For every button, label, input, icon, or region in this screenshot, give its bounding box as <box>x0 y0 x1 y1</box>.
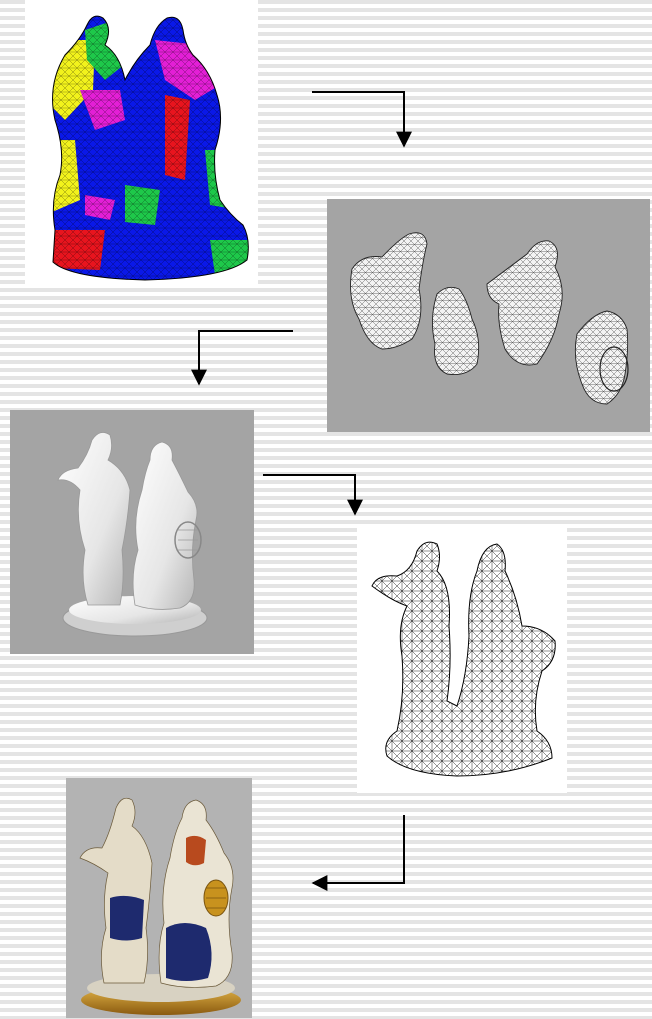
stage-textured-statue <box>66 778 252 1018</box>
segmented-statue-icon <box>25 0 258 287</box>
arrow-shaded-to-wireframe <box>263 475 355 514</box>
texture-charts-icon <box>327 199 650 432</box>
stage-shaded-statue <box>10 410 254 654</box>
stage-wireframe-statue <box>357 526 567 793</box>
stage-texture-charts <box>327 199 650 432</box>
arrow-wireframe-to-textured <box>313 815 404 883</box>
arrow-charts-to-shaded <box>199 331 293 384</box>
arrow-segmented-to-charts <box>312 92 404 146</box>
wireframe-statue-icon <box>357 526 567 793</box>
shaded-statue-icon <box>10 410 254 654</box>
stage-segmented-statue <box>25 0 258 287</box>
textured-statue-icon <box>66 778 252 1018</box>
